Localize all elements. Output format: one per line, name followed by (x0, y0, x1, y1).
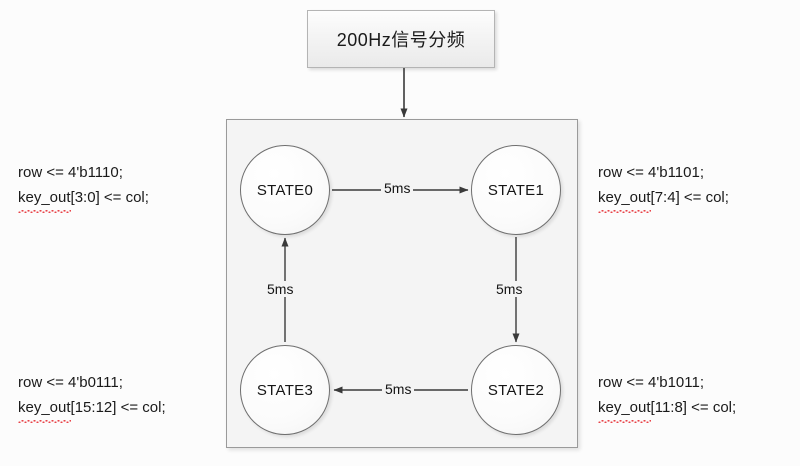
state-node-state3[interactable]: STATE3 (240, 345, 330, 435)
spellcheck-token: key_out (598, 395, 651, 423)
annotation-row-assignment: row <= 4'b1110; (18, 164, 123, 181)
spellcheck-token: key_out (18, 395, 71, 423)
annotation-key-rest: [7:4] <= col; (650, 189, 729, 206)
spellcheck-token: key_out (18, 185, 71, 213)
transition-label-state1-state2: 5ms (493, 281, 526, 297)
transition-label-state3-state0: 5ms (264, 281, 297, 297)
annotation-key-assignment: key_out[15:12] <= col; (18, 395, 166, 423)
annotation-key-assignment: key_out[7:4] <= col; (598, 185, 729, 213)
annotation-row-assignment: row <= 4'b1101; (598, 164, 704, 181)
annotation-key-rest: [11:8] <= col; (650, 399, 737, 416)
annotation-state3: row <= 4'b0111; key_out[15:12] <= col; (18, 370, 166, 423)
state-node-label: STATE0 (256, 181, 314, 199)
spellcheck-token: key_out (598, 185, 651, 213)
transition-label-state0-state1: 5ms (381, 180, 414, 196)
state-node-label: STATE1 (487, 181, 545, 199)
annotation-state1: row <= 4'b1101; key_out[7:4] <= col; (598, 160, 729, 213)
transition-label-state2-state3: 5ms (382, 381, 415, 397)
clock-divider-label: 200Hz信号分频 (336, 30, 466, 50)
state-node-state2[interactable]: STATE2 (471, 345, 561, 435)
annotation-key-assignment: key_out[11:8] <= col; (598, 395, 737, 423)
annotation-key-rest: [3:0] <= col; (70, 189, 149, 206)
annotation-key-assignment: key_out[3:0] <= col; (18, 185, 149, 213)
annotation-row-assignment: row <= 4'b0111; (18, 374, 123, 391)
annotation-row-assignment: row <= 4'b1011; (598, 374, 704, 391)
state-node-label: STATE2 (487, 381, 545, 399)
annotation-key-rest: [15:12] <= col; (70, 399, 166, 416)
annotation-state0: row <= 4'b1110; key_out[3:0] <= col; (18, 160, 149, 213)
annotation-state2: row <= 4'b1011; key_out[11:8] <= col; (598, 370, 737, 423)
state-node-state1[interactable]: STATE1 (471, 145, 561, 235)
clock-divider-box: 200Hz信号分频 (307, 10, 495, 68)
state-node-state0[interactable]: STATE0 (240, 145, 330, 235)
state-node-label: STATE3 (256, 381, 314, 399)
